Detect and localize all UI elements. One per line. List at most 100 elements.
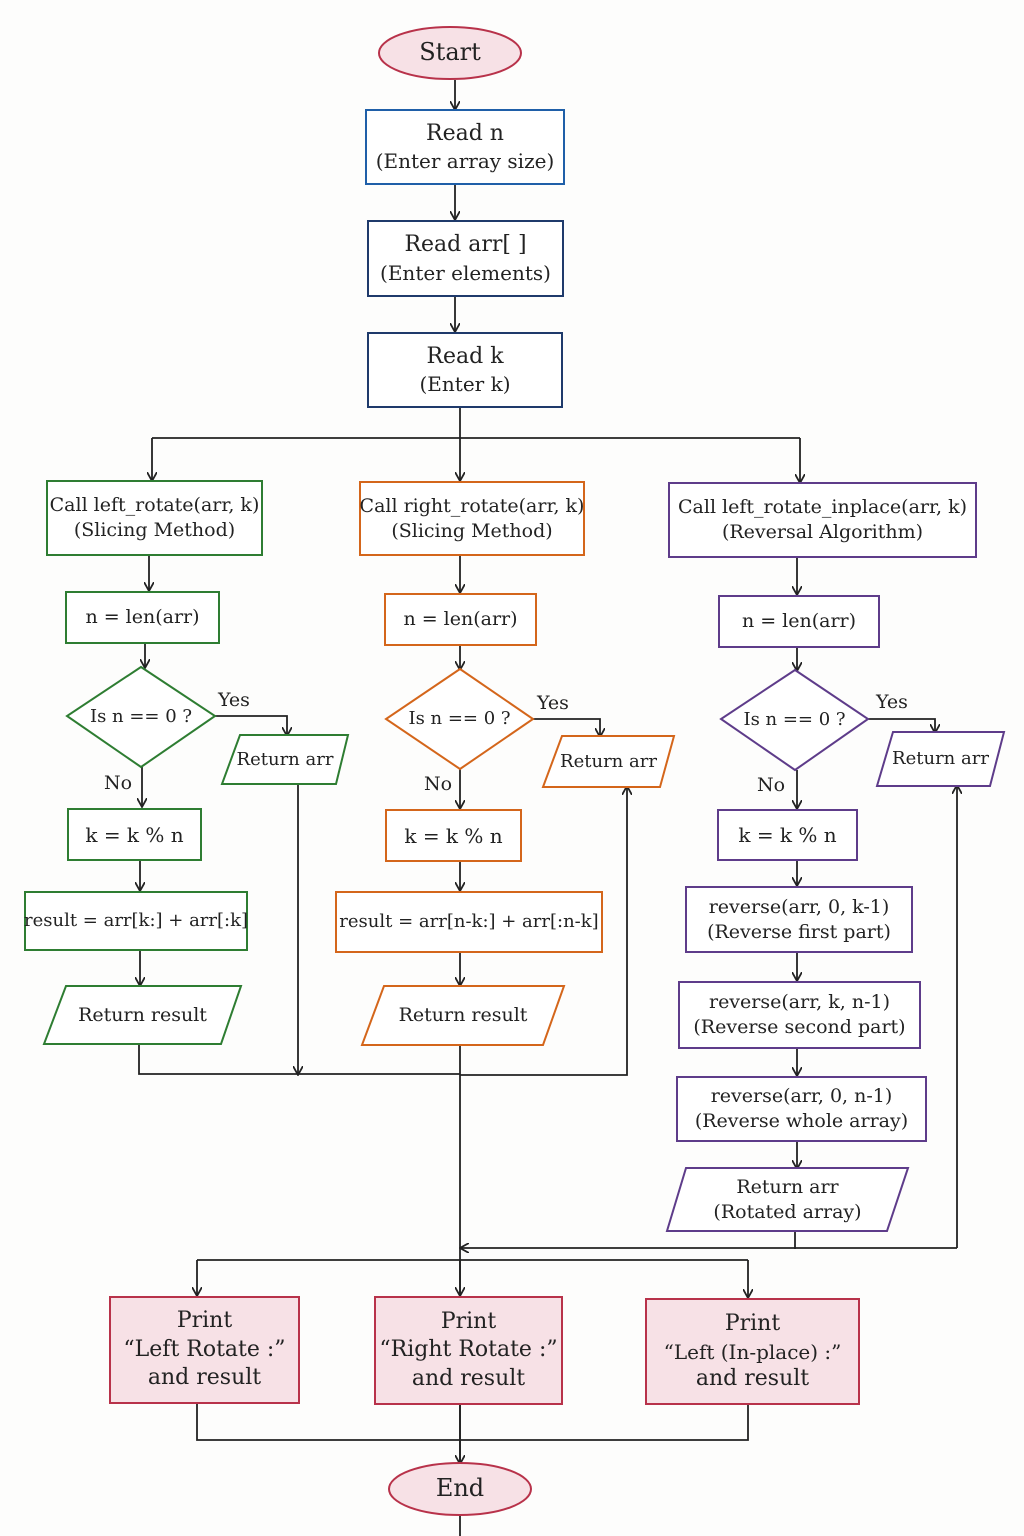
inplace-mod-node: k = k % n [717,809,858,861]
inplace-return-rotated-label: Return arr [736,1175,839,1198]
left-mod-label: k = k % n [85,822,184,847]
end-label: End [435,1474,485,1503]
inplace-rev2-label: reverse(arr, k, n-1) [708,991,891,1014]
left-mod-node: k = k % n [67,808,202,861]
inplace-return-rotated-shape [665,1167,910,1232]
inplace-rev1-label: reverse(arr, 0, k-1) [708,895,890,918]
inplace-len-label: n = len(arr) [741,610,857,633]
edge-left-merge [138,1044,460,1075]
inplace-return-rotated-note: (Rotated array) [713,1200,862,1223]
read-k-node: Read k (Enter k) [367,332,563,408]
right-return-result-shape [360,985,566,1046]
inplace-call-label: Call left_rotate_inplace(arr, k) [678,496,967,519]
read-arr-node: Read arr[ ] (Enter elements) [367,220,564,297]
inplace-call-node: Call left_rotate_inplace(arr, k) (Revers… [668,482,977,558]
inplace-cond-node: Is n == 0 ? [721,670,868,770]
edge-right-return-arr-up [460,787,627,1076]
right-yes-label: Yes [537,692,569,714]
print-left-line3: and result [147,1365,262,1391]
right-len-label: n = len(arr) [403,608,518,631]
inplace-rev2-note: (Reverse second part) [693,1016,906,1038]
inplace-return-arr-shape [875,731,1006,787]
right-return-arr-node: Return arr [543,736,674,787]
left-return-result-shape [42,985,243,1045]
inplace-rev3-node: reverse(arr, 0, n-1) (Reverse whole arra… [676,1076,927,1142]
edge-right-cond-yes [533,718,600,736]
inplace-mod-label: k = k % n [738,823,837,847]
left-result-node: result = arr[k:] + arr[:k] [24,891,248,951]
inplace-rev1-note: (Reverse first part) [707,920,891,943]
inplace-cond-label: Is n == 0 ? [743,709,846,731]
inplace-rev2-node: reverse(arr, k, n-1) (Reverse second par… [678,981,921,1049]
start-node: Start [379,27,521,79]
print-left-node: Print “Left Rotate :” and result [109,1296,300,1404]
print-left-line2: “Left Rotate :” [123,1336,286,1362]
edge-inplace-cond-yes [868,718,935,732]
right-return-arr-shape [541,735,676,788]
start-label: Start [419,38,481,67]
right-return-arr-label: Return arr [560,750,657,772]
left-len-label: n = len(arr) [85,606,200,629]
edge-print-left-merge [196,1404,460,1441]
print-inplace-node: Print “Left (In-place) :” and result [645,1298,860,1405]
left-call-label: Call left_rotate(arr, k) [49,494,260,517]
left-no-label: No [104,772,133,794]
right-method-label: (Slicing Method) [391,519,553,542]
inplace-len-node: n = len(arr) [718,595,880,648]
left-return-arr-node: Return arr [222,735,348,784]
print-right-line3: and result [411,1365,526,1391]
read-k-note: (Enter k) [419,372,511,397]
end-oval [388,1462,532,1516]
print-inplace-line2: “Left (In-place) :” [663,1339,842,1364]
left-return-result-node: Return result [44,986,241,1044]
edge-left-cond-yes [215,715,287,735]
inplace-rev3-label: reverse(arr, 0, n-1) [710,1085,893,1108]
left-len-node: n = len(arr) [65,591,220,644]
read-arr-label: Read arr[ ] [404,232,527,258]
inplace-return-rotated-node: Return arr (Rotated array) [667,1168,908,1231]
read-n-node: Read n (Enter array size) [365,109,565,185]
print-inplace-line1: Print [724,1310,781,1336]
left-cond-node: Is n == 0 ? [67,667,215,767]
inplace-return-arr-label: Return arr [892,748,989,770]
right-cond-node: Is n == 0 ? [386,669,533,769]
print-right-node: Print “Right Rotate :” and result [374,1296,563,1405]
read-n-label: Read n [426,120,504,146]
left-return-result-label: Return result [78,1003,207,1026]
left-decision-diamond [65,665,217,769]
left-result-label: result = arr[k:] + arr[:k] [23,910,249,932]
print-right-line2: “Right Rotate :” [379,1337,558,1363]
inplace-rev1-node: reverse(arr, 0, k-1) (Reverse first part… [685,886,913,953]
right-result-node: result = arr[n-k:] + arr[:n-k] [335,891,603,953]
read-arr-note: (Enter elements) [380,260,551,285]
start-oval [378,26,522,80]
read-k-label: Read k [426,343,504,369]
left-return-arr-label: Return arr [236,748,334,770]
left-return-arr-shape [220,734,350,785]
left-yes-label: Yes [218,689,250,711]
inplace-rev3-note: (Reverse whole array) [694,1110,909,1132]
right-return-result-label: Return result [398,1004,528,1027]
print-inplace-line3: and result [695,1365,810,1391]
right-call-label: Call right_rotate(arr, k) [359,494,585,517]
right-decision-diamond [384,667,535,771]
right-return-result-node: Return result [362,986,564,1045]
right-len-node: n = len(arr) [384,593,537,646]
right-mod-label: k = k % n [404,823,503,848]
right-call-node: Call right_rotate(arr, k) (Slicing Metho… [359,481,585,556]
right-no-label: No [424,773,453,795]
end-node: End [389,1463,531,1515]
inplace-method-label: (Reversal Algorithm) [721,521,924,543]
inplace-decision-diamond [719,668,870,772]
edge-print-inplace-merge [460,1405,749,1441]
inplace-no-label: No [757,774,786,796]
print-left-line1: Print [176,1308,233,1334]
read-n-note: (Enter array size) [375,149,555,174]
left-method-label: (Slicing Method) [73,519,236,541]
left-call-node: Call left_rotate(arr, k) (Slicing Method… [46,480,263,556]
right-result-label: result = arr[n-k:] + arr[:n-k] [339,911,599,933]
print-right-line1: Print [440,1308,497,1334]
right-mod-node: k = k % n [385,809,522,862]
